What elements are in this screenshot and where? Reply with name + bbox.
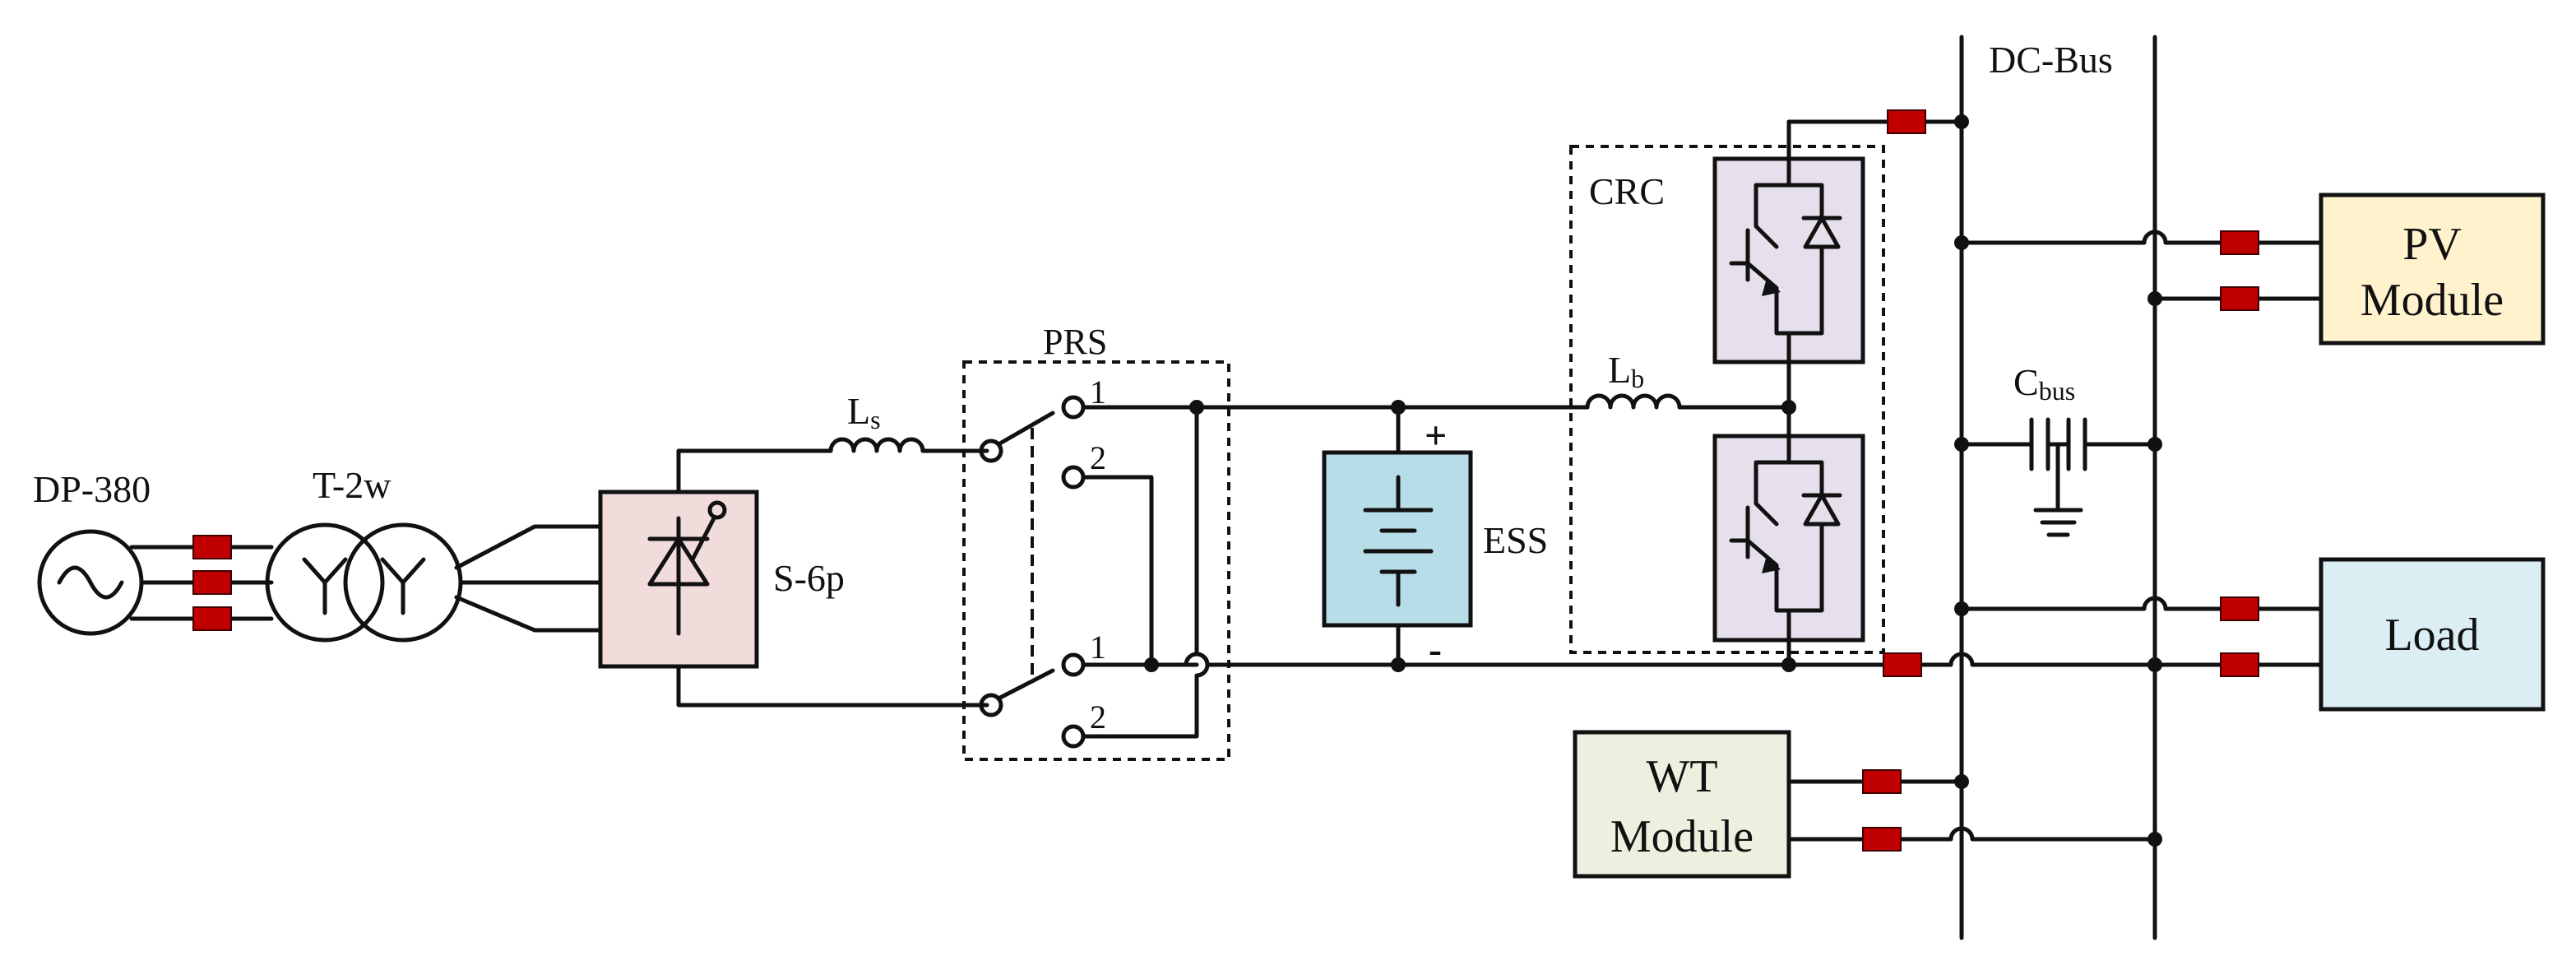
- current-sensor-icon: [2220, 652, 2259, 677]
- prs-top-pos-1: 1: [1090, 374, 1106, 411]
- transformer-icon: [265, 522, 463, 643]
- dc-bus-label: DC-Bus: [1989, 39, 2113, 81]
- ess-minus-sign: -: [1429, 628, 1442, 671]
- switch-icon: [979, 439, 1003, 463]
- inductor-icon: [1585, 393, 1682, 410]
- current-sensor-icon: [2220, 230, 2259, 255]
- current-sensor-group-source: [192, 535, 232, 631]
- igbt-icon: [1729, 156, 1842, 364]
- pv-label-line1: PV: [2402, 219, 2462, 270]
- cbus-label: Cbus: [2013, 361, 2075, 406]
- lb-label: Lb: [1608, 349, 1644, 393]
- ls-label: Ls: [847, 390, 881, 434]
- ess-plus-sign: +: [1425, 414, 1447, 457]
- prs-bot-pos-2: 2: [1090, 698, 1106, 736]
- inductor-icon: [828, 437, 925, 453]
- ac-source-icon: [37, 529, 144, 636]
- current-sensor-icon: [1862, 769, 1902, 794]
- load-label: Load: [2384, 610, 2479, 661]
- battery-icon: [1363, 475, 1434, 607]
- igbt-lower-box: [1712, 434, 1865, 643]
- prs-bot-pos-1: 1: [1090, 629, 1106, 666]
- igbt-icon: [1729, 434, 1842, 643]
- current-sensor-icon: [192, 570, 232, 595]
- wt-label-line2: Module: [1610, 811, 1754, 862]
- dp380-label: DP-380: [33, 468, 151, 510]
- s6p-label: S-6p: [773, 557, 845, 599]
- current-sensor-icon: [1883, 652, 1922, 677]
- pv-module-box: [2319, 193, 2546, 346]
- current-sensor-icon: [2220, 286, 2259, 311]
- current-sensor-icon: [192, 606, 232, 631]
- current-sensor-icon: [192, 535, 232, 559]
- load-box: [2319, 557, 2546, 712]
- prs-dashed-box: [962, 360, 1230, 761]
- crc-dashed-box: [1569, 145, 1885, 654]
- wt-module-box: [1573, 730, 1791, 879]
- prs-label: PRS: [1043, 322, 1107, 362]
- switch-icon: [979, 693, 1003, 717]
- ess-label: ESS: [1483, 519, 1548, 561]
- t2w-label: T-2w: [313, 464, 391, 506]
- pv-label-line2: Module: [2361, 275, 2504, 326]
- current-sensor-icon: [1887, 109, 1926, 134]
- prs-top-pos-2: 2: [1090, 439, 1106, 476]
- ground-icon: [2033, 442, 2083, 537]
- crc-label: CRC: [1589, 170, 1665, 212]
- wt-label-line1: WT: [1646, 751, 1717, 802]
- thyristor-icon: [647, 500, 727, 636]
- current-sensor-icon: [1862, 827, 1902, 852]
- igbt-upper-box: [1712, 156, 1865, 364]
- current-sensor-icon: [2220, 596, 2259, 621]
